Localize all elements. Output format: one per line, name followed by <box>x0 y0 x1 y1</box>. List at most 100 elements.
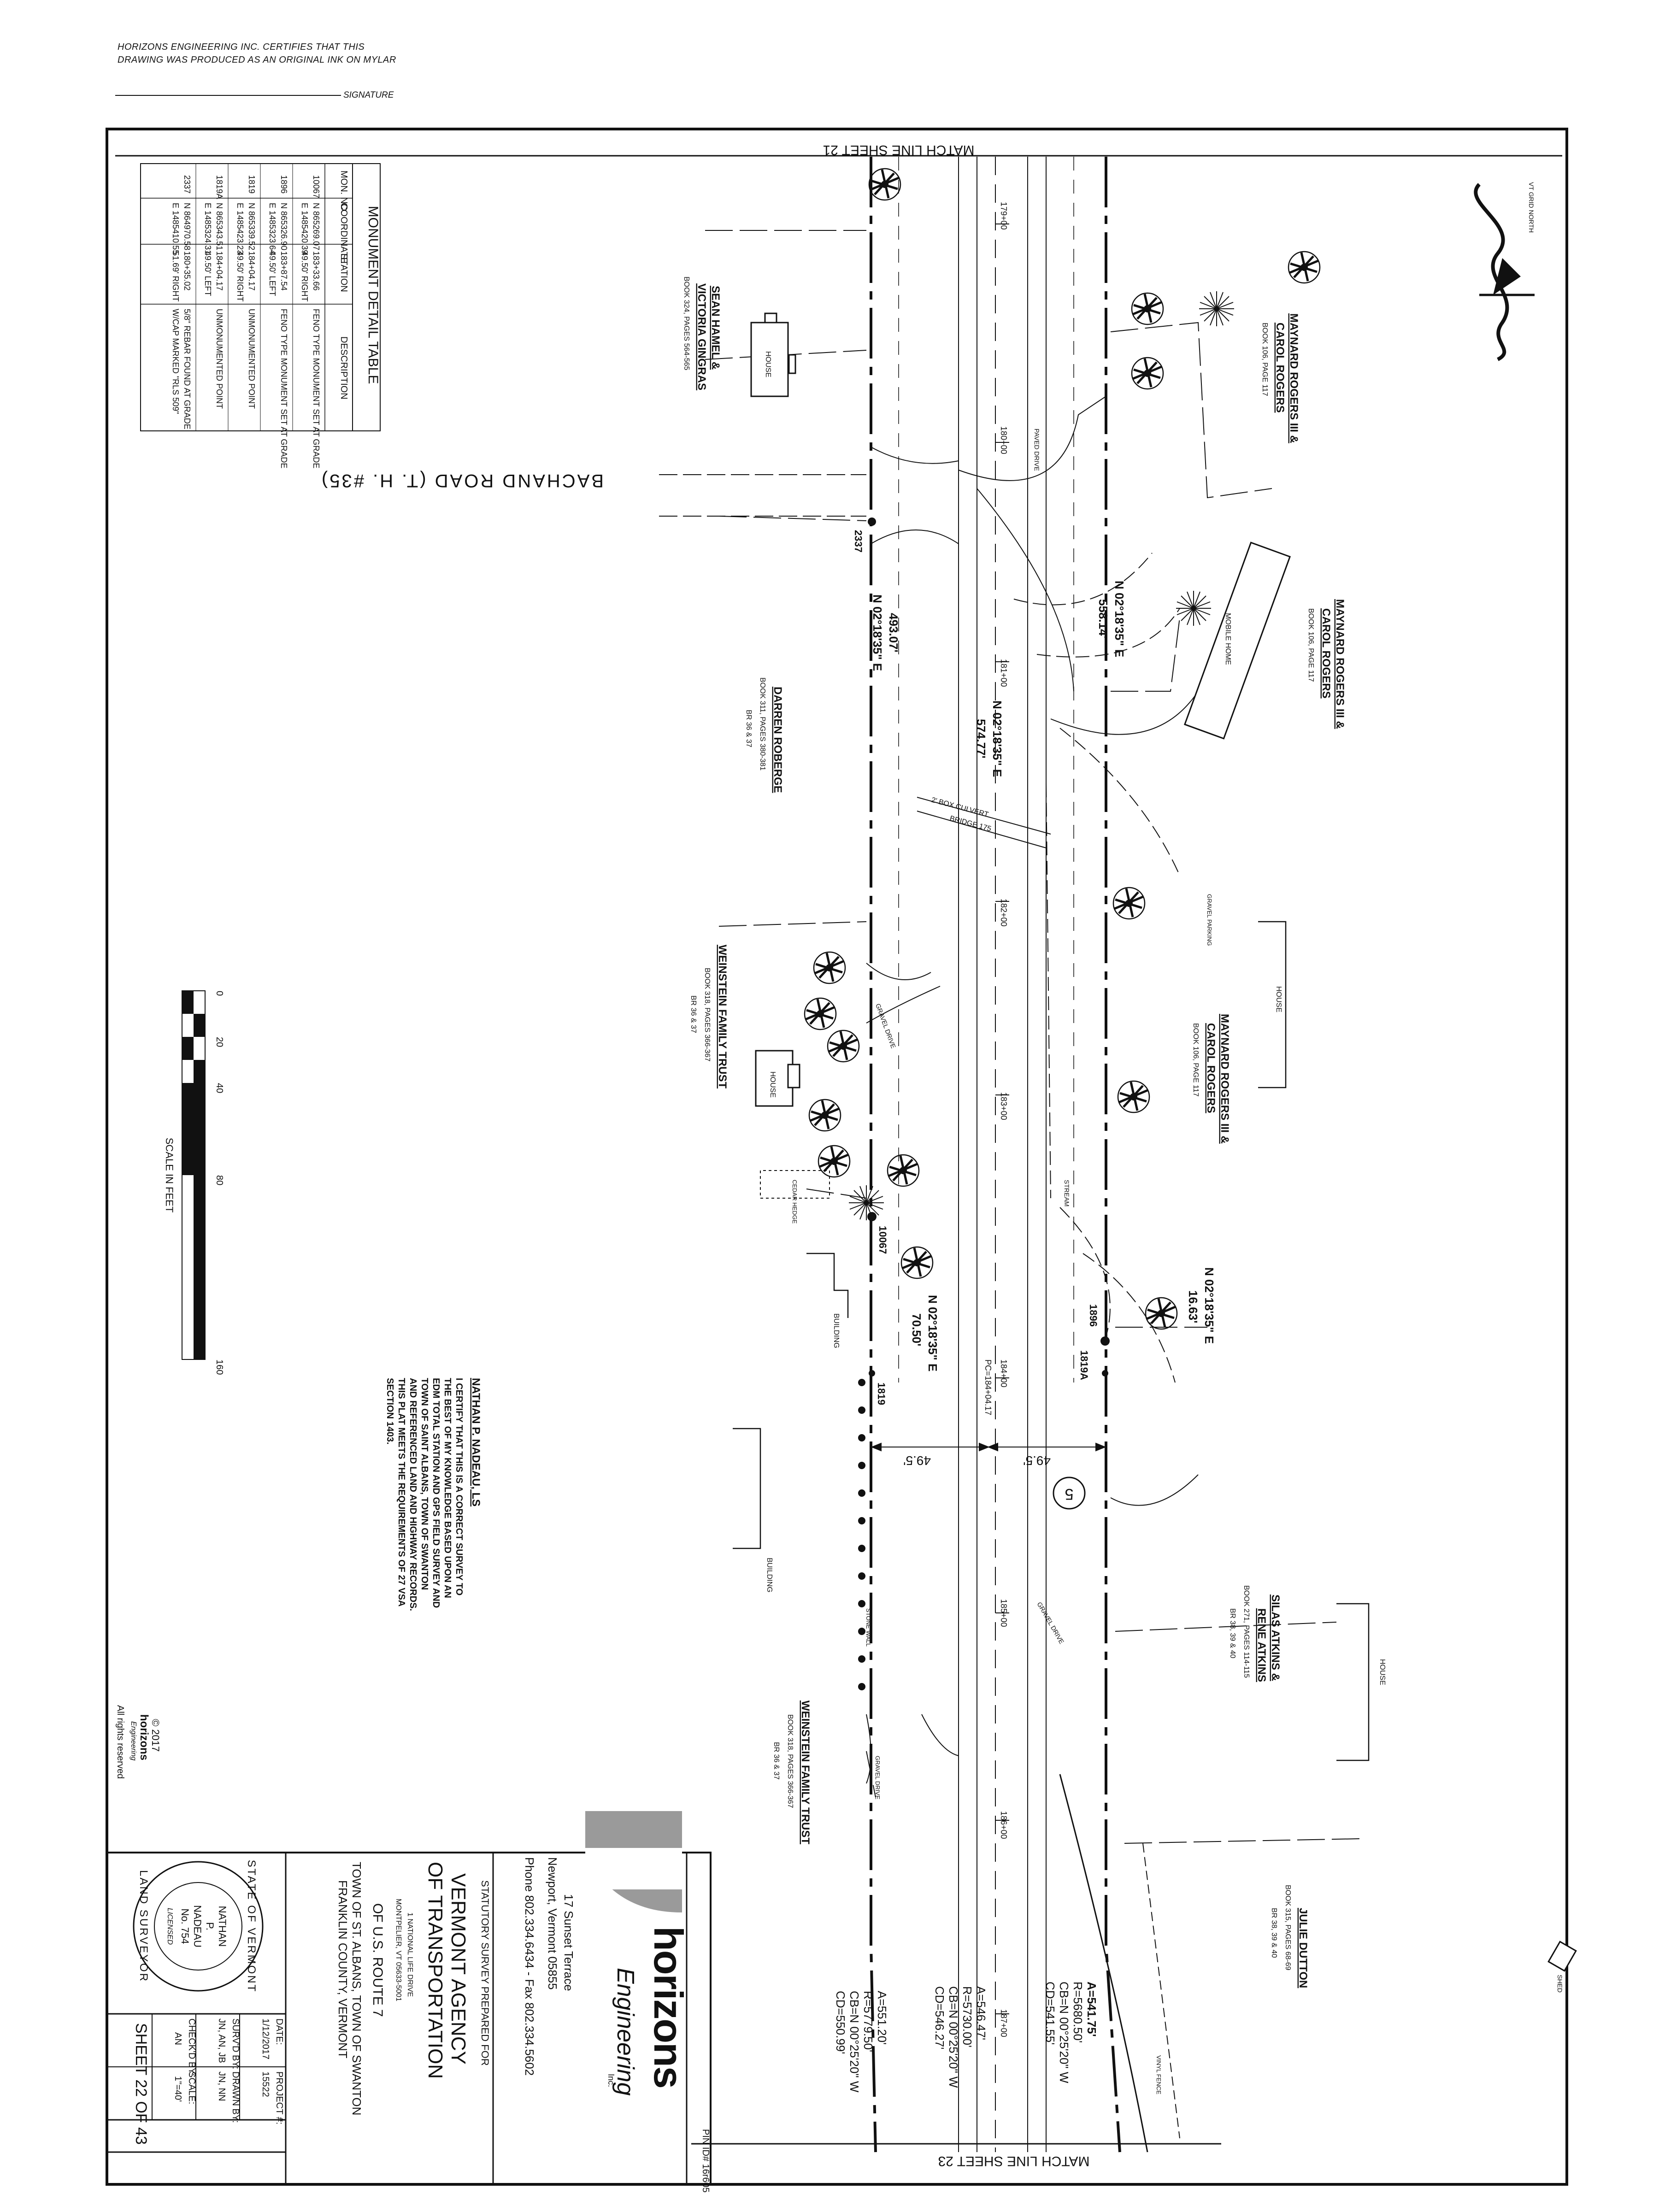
structures <box>750 312 1577 1972</box>
owner-weinstein1-br: BR 36 & 37 <box>689 995 697 1033</box>
logo-wordmark: horizons <box>646 1926 691 2088</box>
vinyl-fence-label: VINYL FENCE <box>1155 2055 1162 2094</box>
scale-title-value: 1"=40' <box>173 2076 183 2102</box>
road-name: BACHAND ROAD (T. H. #35) <box>320 471 604 491</box>
owner-rogers1-book: BOOK 106, PAGE 117 <box>1261 323 1269 396</box>
owner-atkins-2: RENE ATKINS <box>1255 1608 1268 1682</box>
scale-tick-80: 80 <box>214 1175 224 1185</box>
client-name-1: VERMONT AGENCY <box>447 1873 470 2065</box>
owner-rogers3-1: MAYNARD ROGERS III & <box>1218 1014 1231 1144</box>
distance-2: 493.07' <box>887 613 900 653</box>
monuments <box>867 518 1110 1377</box>
curve2-cb: CB=N 00°25'20" W <box>947 1986 960 2088</box>
mon-label-10067: 10067 <box>877 1226 888 1254</box>
scale-title-label: SCALE: <box>187 2071 197 2104</box>
cert-line-4: TOWN OF SAINT ALBANS, TOWN OF SWANTON <box>419 1378 429 1590</box>
station-182: 182+00 <box>999 899 1008 927</box>
row3-e: E 1485423.23 <box>235 203 245 254</box>
station-179: 179+00 <box>999 202 1008 230</box>
curve1-cd: CD=541.55' <box>1043 1982 1057 2045</box>
client-address-1: 1 NATIONAL LIFE DRIVE <box>406 1912 414 1997</box>
project-number: 15522 <box>260 2071 271 2097</box>
bearing-2: N 02°18'35" E <box>871 594 884 671</box>
seal-name-3: NADEAU <box>192 1905 203 1947</box>
copyright-year: © 2017 <box>150 1719 161 1752</box>
mon-label-1819a: 1819A <box>1078 1350 1090 1380</box>
checked-label: CHECK'D BY: <box>187 2018 197 2076</box>
bearing-5: N 02°18'35" E <box>926 1295 940 1371</box>
project-label: PROJECT #: <box>274 2071 284 2124</box>
row2-e: E 1485323.64 <box>268 203 277 254</box>
owner-hamel-book: BOOK 324, PAGES 564-565 <box>682 276 690 370</box>
row1-off: 49.50' RIGHT <box>300 251 309 301</box>
certify-line-1: HORIZONS ENGINEERING INC. CERTIFIES THAT… <box>118 42 365 52</box>
row3-sta: 184+04.17 <box>247 251 256 291</box>
cedar-hedge-label: CEDAR HEDGE <box>791 1180 798 1224</box>
owner-rogers2-book: BOOK 106, PAGE 117 <box>1307 608 1315 682</box>
station-184: 184+00 <box>999 1359 1008 1388</box>
owner-weinstein2-book: BOOK 318, PAGES 366-367 <box>786 1714 794 1808</box>
project-line-2: TOWN OF ST. ALBANS, TOWN OF SWANTON <box>350 1862 364 2115</box>
mobile-home <box>1183 541 1291 740</box>
monument-detail-table: MONUMENT DETAIL TABLE MON. NO. COORDINAT… <box>140 163 381 468</box>
row1-n: N 865269.07 <box>312 203 321 250</box>
curve2-r: R=5730.00' <box>960 1986 974 2047</box>
certify-line-2: DRAWING WAS PRODUCED AS AN ORIGINAL INK … <box>118 55 396 65</box>
seal-ring-bottom: LAND SURVEYOR <box>137 1870 150 1983</box>
bearing-4: N 02°18'35" E <box>1202 1267 1216 1344</box>
row2-desc: FENO TYPE MONUMENT SET AT GRADE <box>279 309 288 468</box>
building-label-1: BUILDING <box>832 1313 840 1348</box>
row2-sta: 183+87.54 <box>279 251 288 291</box>
distance-1: 558.14' <box>1096 599 1110 639</box>
stone-wall-label: STONE WALL <box>865 1608 872 1647</box>
row5-e: E 1485410.55 <box>171 203 180 254</box>
box-culvert <box>917 797 1051 848</box>
curve-data: A=541.75' R=5680.50' CB=N 00°25'20" W CD… <box>834 1982 1099 2093</box>
gravel-drive-label-1: GRAVEL DRIVE <box>874 1003 897 1049</box>
house-label-atkins: HOUSE <box>1378 1659 1386 1685</box>
logo-engineering: Engineering <box>612 1968 639 2096</box>
pc-label: PC=184+04.17 <box>983 1359 993 1415</box>
building-label-2: BUILDING <box>765 1558 773 1593</box>
curve2-cd: CD=546.27' <box>933 1986 947 2049</box>
client-address-2: MONTPELIER, VT 05633-5001 <box>394 1899 402 2001</box>
mon-label-1819: 1819 <box>876 1382 887 1405</box>
scale-tick-160: 160 <box>214 1359 224 1375</box>
signature-label: SIGNATURE <box>343 90 394 100</box>
table-header-coord: COORDINATE <box>339 203 349 264</box>
curve1-cb: CB=N 00°25'20" W <box>1057 1982 1071 2083</box>
distance-3: 574.77' <box>974 719 988 759</box>
checked-value: AN <box>173 2032 183 2045</box>
north-arrow: VT GRID NORTH <box>1474 182 1535 361</box>
gravel-drive-label-2: GRAVEL DRIVE <box>1035 1601 1065 1645</box>
stone-wall <box>858 1379 865 1690</box>
row3-mon: 1819 <box>247 175 256 194</box>
owner-roberge-book: BOOK 311, PAGES 380-381 <box>759 677 766 771</box>
house-label-hamel: HOUSE <box>764 351 772 377</box>
house-label-rogers: HOUSE <box>1275 986 1282 1012</box>
row4-desc: UNMONUMENTED POINT <box>215 309 224 409</box>
curve1-r: R=5680.50' <box>1071 1982 1085 2043</box>
table-header-mon: MON. NO. <box>339 171 349 213</box>
property-lines <box>705 230 1360 1844</box>
owner-atkins-1: SILAS ATKINS & <box>1269 1594 1282 1681</box>
cert-line-7: SECTION 1403. <box>385 1378 395 1445</box>
owner-dutton-br: BR 38, 39 & 40 <box>1270 1908 1278 1958</box>
house-hamel <box>750 322 789 397</box>
north-arrow-label: VT GRID NORTH <box>1528 182 1535 233</box>
seal-name-2: P. <box>204 1922 216 1930</box>
copyright-brand: horizons <box>138 1714 150 1760</box>
table-title: MONUMENT DETAIL TABLE <box>365 206 381 384</box>
cedar-hedge <box>760 1170 830 1199</box>
owner-dutton-book: BOOK 315, PAGES 68-69 <box>1284 1885 1292 1971</box>
seal-ring-top: STATE OF VERMONT <box>245 1860 258 1993</box>
scale-tick-20: 20 <box>214 1037 224 1047</box>
owner-atkins-br: BR 38, 39 & 40 <box>1229 1608 1236 1659</box>
scale-tick-40: 40 <box>214 1083 224 1093</box>
owner-labels: SEAN HAMEL & VICTORIA GINGRAS BOOK 324, … <box>682 276 1346 1988</box>
station-187: 187+00 <box>999 2009 1008 2037</box>
offset-right: 49.5' <box>1023 1453 1051 1468</box>
cert-line-2: THE BEST OF MY KNOWLEDGE BASED UPON AN <box>442 1378 453 1598</box>
row1-sta: 183+33.66 <box>312 251 321 291</box>
